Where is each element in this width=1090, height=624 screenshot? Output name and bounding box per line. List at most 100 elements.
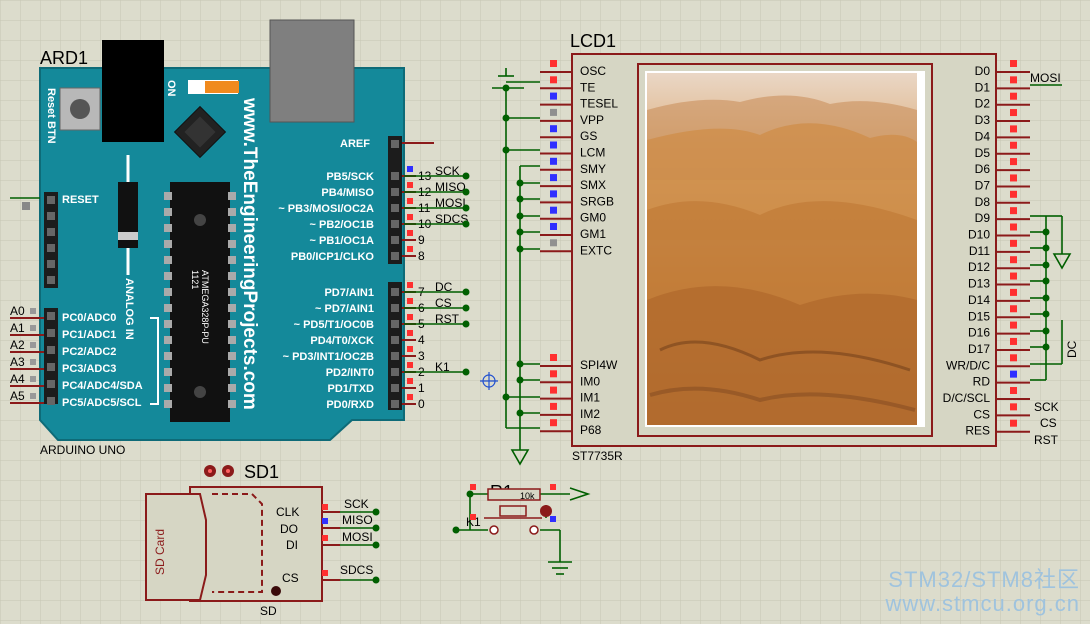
- pin-state-marker: [550, 419, 557, 427]
- pin-state-marker: [407, 346, 413, 352]
- button-marker-right: [550, 516, 556, 522]
- lcd-pin-label: D6: [975, 162, 991, 176]
- arduino-pin-fn: PD4/T0/XCK: [310, 335, 374, 347]
- analog-bracket: [150, 317, 159, 405]
- crystal-chip: [173, 105, 227, 159]
- chip-pin: [164, 272, 172, 280]
- pin-state-marker: [550, 157, 557, 165]
- sd-net-miso: MISO: [342, 513, 373, 527]
- pin-state-marker: [407, 330, 413, 336]
- header-pin: [391, 288, 399, 296]
- chip-pin: [164, 368, 172, 376]
- pin-state-marker: [1010, 125, 1017, 133]
- sd-pin-marker-clk: [322, 504, 328, 510]
- header-pin: [391, 172, 399, 180]
- lcd-pin-label: CS: [973, 407, 990, 421]
- lcd-pin-label: D17: [968, 342, 990, 356]
- resistor-r1[interactable]: R1 10k: [470, 482, 556, 502]
- lcd-pin-label: IM0: [580, 374, 600, 388]
- lcd-st7735r[interactable]: LCD1 ST7735R OSCTETESELVPPGSLCMSMYSMXSRG…: [540, 31, 1030, 463]
- sd-card-module[interactable]: SD1 SD Card CLK DO DI CS SD SCK MISO MOS…: [145, 462, 373, 618]
- pin-state-marker: [1010, 337, 1017, 345]
- header-pin: [47, 212, 55, 220]
- chip-pin: [228, 352, 236, 360]
- pin-state-marker: [1010, 174, 1017, 182]
- lcd-pin-label: D/C/SCL: [943, 391, 991, 405]
- button-actuator[interactable]: [540, 505, 552, 517]
- arduino-pin-net: MOSI: [435, 196, 466, 210]
- sd-detect-dot: [271, 586, 281, 596]
- pin-state-marker: [550, 125, 557, 133]
- pin-state-marker: [550, 190, 557, 198]
- button-contact-left[interactable]: [489, 525, 499, 535]
- resistor-marker-2: [550, 484, 556, 490]
- chip-pin: [228, 256, 236, 264]
- chip-pin: [228, 224, 236, 232]
- sd-pin-di: DI: [286, 538, 298, 552]
- sd-pin-clk: CLK: [276, 505, 299, 519]
- sd-ref-label: SD1: [244, 462, 279, 482]
- lcd-pin-label: D0: [975, 64, 991, 78]
- chip-pin: [164, 304, 172, 312]
- pin-state-marker: [1010, 190, 1017, 198]
- header-pin: [391, 204, 399, 212]
- arduino-analog-net: A3: [10, 355, 25, 369]
- header-pin: [47, 346, 55, 354]
- usb-port: [269, 19, 355, 123]
- header-pin: [47, 329, 55, 337]
- push-button-k1[interactable]: K1: [466, 505, 556, 535]
- pin-state-marker: [1010, 387, 1017, 394]
- header-analog: [44, 308, 58, 404]
- pin-state-marker: [1010, 272, 1017, 280]
- lcd-pin-label: IM2: [580, 407, 600, 421]
- header-pin: [391, 336, 399, 344]
- chip-pin: [164, 320, 172, 328]
- lcd-pin-label: TE: [580, 80, 595, 94]
- button-marker-left: [470, 514, 476, 520]
- header-pin: [391, 368, 399, 376]
- sd-indicator-dot2: [226, 469, 230, 473]
- lcd-pin-label: D1: [975, 80, 991, 94]
- pin-state-marker: [1010, 419, 1017, 427]
- arduino-uno[interactable]: ARD1 Reset BTN ON www.TheEngineeringProj…: [10, 19, 468, 457]
- lcd-pin-label: D12: [968, 260, 990, 274]
- header-pin: [391, 252, 399, 260]
- pin-state-marker: [1010, 141, 1017, 149]
- arduino-pin-fn: ~ PD7/AIN1: [315, 303, 374, 315]
- sd-card-slot: [145, 493, 207, 601]
- chip-pin: [164, 224, 172, 232]
- on-label: ON: [165, 80, 177, 97]
- lcd-pin-label: GS: [580, 129, 597, 143]
- arduino-pin-fn: PC2/ADC2: [62, 346, 116, 358]
- arduino-model-label: ARDUINO UNO: [40, 443, 125, 457]
- lcd-pin-label: D5: [975, 146, 991, 160]
- header-pin: [47, 196, 55, 204]
- arduino-pin-fn: ~ PD3/INT1/OC2B: [283, 351, 374, 363]
- pin-state-marker: [30, 342, 36, 348]
- resistor-value: 10k: [520, 491, 535, 501]
- lcd-pin-label: D13: [968, 277, 990, 291]
- reset-button-cap[interactable]: [70, 99, 90, 119]
- lcd-net-rst: RST: [1034, 433, 1059, 447]
- chip-pin: [164, 192, 172, 200]
- sd-body: [189, 486, 323, 602]
- chip-pin: [164, 208, 172, 216]
- pin-state-marker: [1010, 354, 1017, 362]
- chip-notch: [194, 214, 206, 226]
- pin-state-marker: [1010, 321, 1017, 329]
- lcd-pin-label: SMY: [580, 162, 606, 176]
- button-net-k1: K1: [466, 515, 481, 529]
- reset-btn-label: Reset BTN: [45, 88, 57, 144]
- lcd-pin-label: D16: [968, 326, 990, 340]
- wire-junctions: [372, 84, 1050, 584]
- lcd-net-sck: SCK: [1034, 400, 1059, 414]
- arduino-pin-fn: PB4/MISO: [321, 187, 374, 199]
- site-label: www.TheEngineeringProjects.com: [239, 97, 260, 410]
- pin-state-marker: [407, 314, 413, 320]
- reset-label: RESET: [62, 194, 99, 206]
- lcd-pin-label: EXTC: [580, 243, 612, 257]
- arduino-pin-net: SCK: [435, 164, 460, 178]
- button-contact-right[interactable]: [529, 525, 539, 535]
- sd-pin-marker-di: [322, 535, 328, 541]
